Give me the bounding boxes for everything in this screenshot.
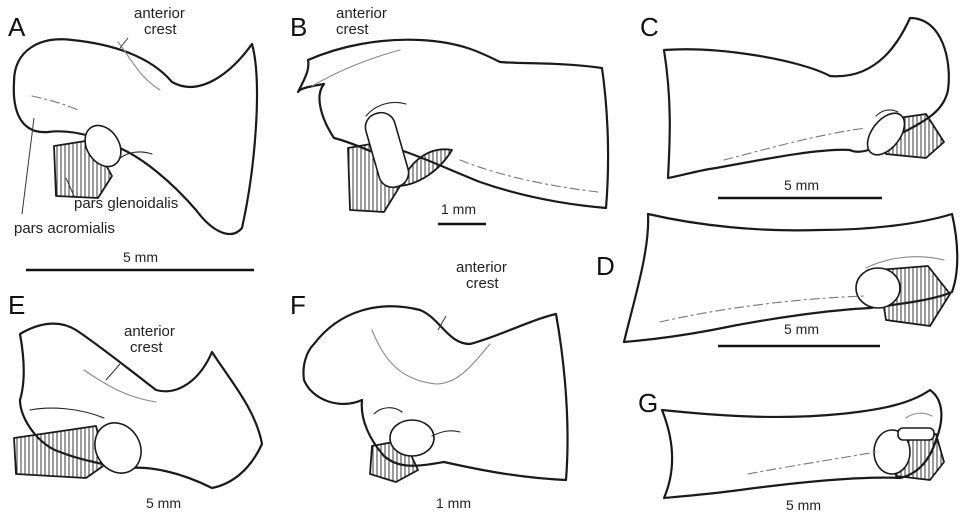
panel-e: E anterior crest 5 mm (8, 290, 262, 511)
panel-letter-g: G (638, 388, 658, 418)
anterior-crest-label-b-1: anterior (336, 5, 387, 22)
panel-g: G 5 mm (638, 388, 944, 513)
panel-letter-e: E (8, 290, 25, 320)
panel-letter-d: D (596, 251, 615, 281)
anterior-crest-label-a-1: anterior (134, 5, 185, 22)
panel-c: C 5 mm (640, 12, 949, 198)
scale-label-f: 1 mm (436, 495, 471, 511)
hatch-e (14, 426, 106, 478)
bone-outline-b (298, 40, 608, 208)
scale-label-d: 5 mm (784, 321, 819, 337)
anterior-crest-label-b-2: crest (336, 21, 369, 38)
glenoid-cap-g (898, 428, 934, 440)
glenoid-knob-d (856, 268, 900, 308)
panel-letter-b: B (290, 12, 307, 42)
panel-d: D 5 mm (596, 214, 957, 346)
scale-label-g: 5 mm (786, 497, 821, 513)
glenoid-knob-f (390, 420, 434, 456)
scale-label-a: 5 mm (123, 249, 158, 265)
anterior-crest-label-e-1: anterior (124, 323, 175, 340)
pars-acromialis-label: pars acromialis (14, 220, 115, 237)
anterior-crest-label-e-2: crest (130, 339, 163, 356)
anterior-crest-pointer-a (120, 38, 128, 48)
panel-letter-a: A (8, 12, 26, 42)
scale-label-e: 5 mm (146, 495, 181, 511)
panel-a: A anterior crest pars glenoidalis pars a… (8, 5, 257, 270)
pars-glenoidalis-label: pars glenoidalis (74, 195, 178, 212)
panel-b: B anterior crest 1 mm (290, 5, 608, 224)
pars-acromialis-pointer (22, 118, 34, 214)
scale-label-c: 5 mm (784, 177, 819, 193)
panel-letter-c: C (640, 12, 659, 42)
anterior-crest-label-f-2: crest (466, 275, 499, 292)
anterior-crest-label-f-1: anterior (456, 259, 507, 276)
scale-label-b: 1 mm (441, 201, 476, 217)
bone-outline-f (303, 306, 567, 480)
anterior-crest-label-a-2: crest (144, 21, 177, 38)
panel-letter-f: F (290, 290, 306, 320)
panel-f: F anterior crest 1 mm (290, 259, 568, 511)
